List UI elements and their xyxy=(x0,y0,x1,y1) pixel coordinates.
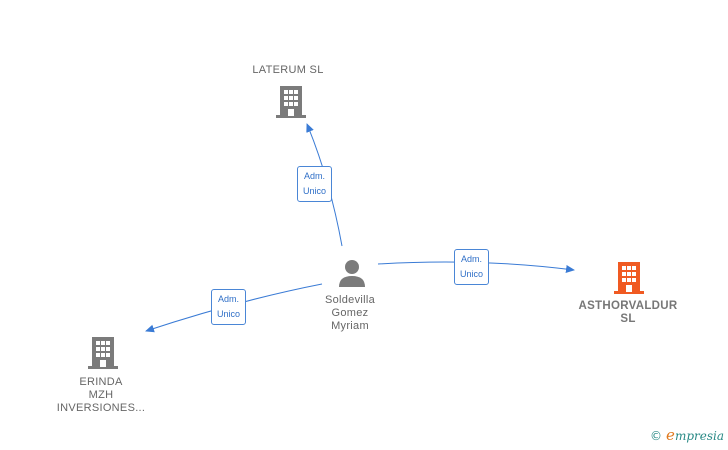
company-label-asthorvaldur[interactable]: ASTHORVALDUR SL xyxy=(578,300,678,325)
building-icon[interactable] xyxy=(276,84,306,118)
brand-initial: e xyxy=(666,426,675,444)
building-icon[interactable] xyxy=(614,260,644,294)
person-label-soldevilla[interactable]: Soldevilla Gomez Myriam xyxy=(324,294,376,332)
company-label-erinda[interactable]: ERINDA MZH INVERSIONES... xyxy=(56,376,146,414)
building-icon[interactable] xyxy=(88,335,118,369)
relation-label-laterum[interactable]: Adm. Unico xyxy=(297,166,333,202)
copyright-icon: © xyxy=(650,429,663,443)
person-icon[interactable] xyxy=(337,258,367,288)
relation-label-asthorvaldur[interactable]: Adm. Unico xyxy=(454,249,490,285)
relation-label-erinda[interactable]: Adm. Unico xyxy=(211,289,247,325)
brand-name: mpresia xyxy=(674,429,724,443)
company-label-laterum[interactable]: LATERUM SL xyxy=(252,64,324,76)
empresia-watermark[interactable]: ©empresia xyxy=(650,426,724,444)
